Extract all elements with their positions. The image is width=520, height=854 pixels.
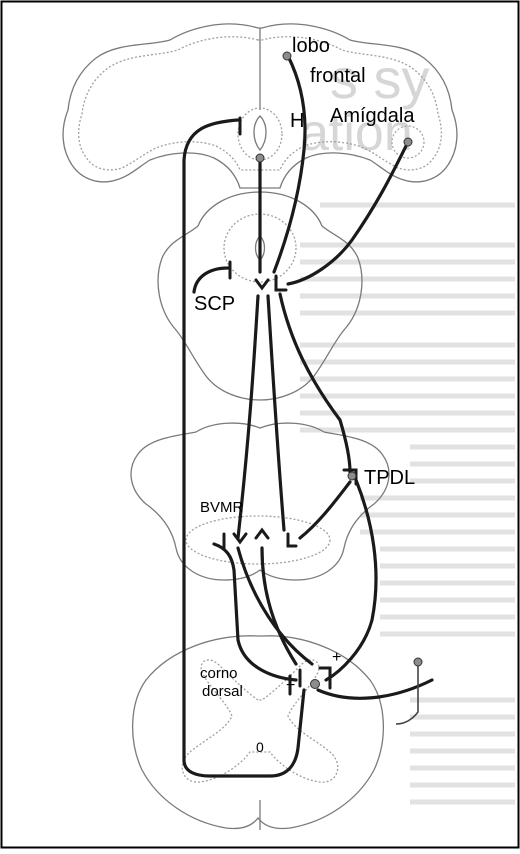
rostral-ventromedial-medulla bbox=[186, 516, 330, 564]
label-plus: + bbox=[332, 649, 341, 666]
label-hypothalamus: H bbox=[290, 110, 304, 132]
pathway-scp-branch bbox=[194, 268, 228, 292]
soma-dorsal-horn bbox=[311, 680, 320, 689]
soma-tpdl bbox=[348, 472, 356, 480]
label-dorsal: dorsal bbox=[202, 683, 243, 700]
terminal-dorsal-horn-right bbox=[320, 668, 330, 688]
medulla-section bbox=[131, 423, 389, 580]
terminal-rvm-right bbox=[288, 534, 296, 546]
label-corno: corno bbox=[200, 665, 238, 682]
label-frontal: frontal bbox=[310, 65, 366, 87]
label-scp: SCP bbox=[194, 293, 235, 315]
pathway-pag-to-rvm-right bbox=[268, 296, 284, 530]
soma-amygdala bbox=[404, 138, 412, 146]
pathway-rvm-left-descending bbox=[214, 544, 296, 680]
label-zero: 0 bbox=[256, 739, 264, 755]
label-amigdala: Amígdala bbox=[330, 105, 415, 127]
soma-hypothalamus bbox=[256, 154, 264, 162]
terminal-pag-right bbox=[276, 276, 286, 290]
pathway-rvm-middle bbox=[238, 548, 312, 664]
terminal-rvm-center bbox=[256, 530, 268, 538]
medulla-outline bbox=[131, 423, 389, 580]
label-lobo: lobo bbox=[292, 35, 330, 57]
soma-frontal bbox=[283, 52, 291, 60]
label-tpdl: TPDL bbox=[364, 467, 415, 489]
terminal-pag-left bbox=[256, 280, 268, 288]
soma-afferent bbox=[414, 658, 422, 666]
label-minus: − bbox=[286, 677, 295, 694]
pathway-frontal-lobe bbox=[274, 56, 305, 272]
pathway-tpdl-to-rvm bbox=[300, 482, 350, 538]
label-bvmr: BVMR bbox=[200, 499, 244, 516]
pathway-pag-to-tpdl bbox=[280, 294, 350, 472]
hypothalamus-third-ventricle bbox=[254, 116, 266, 150]
terminal-rvm-mid bbox=[234, 534, 246, 542]
